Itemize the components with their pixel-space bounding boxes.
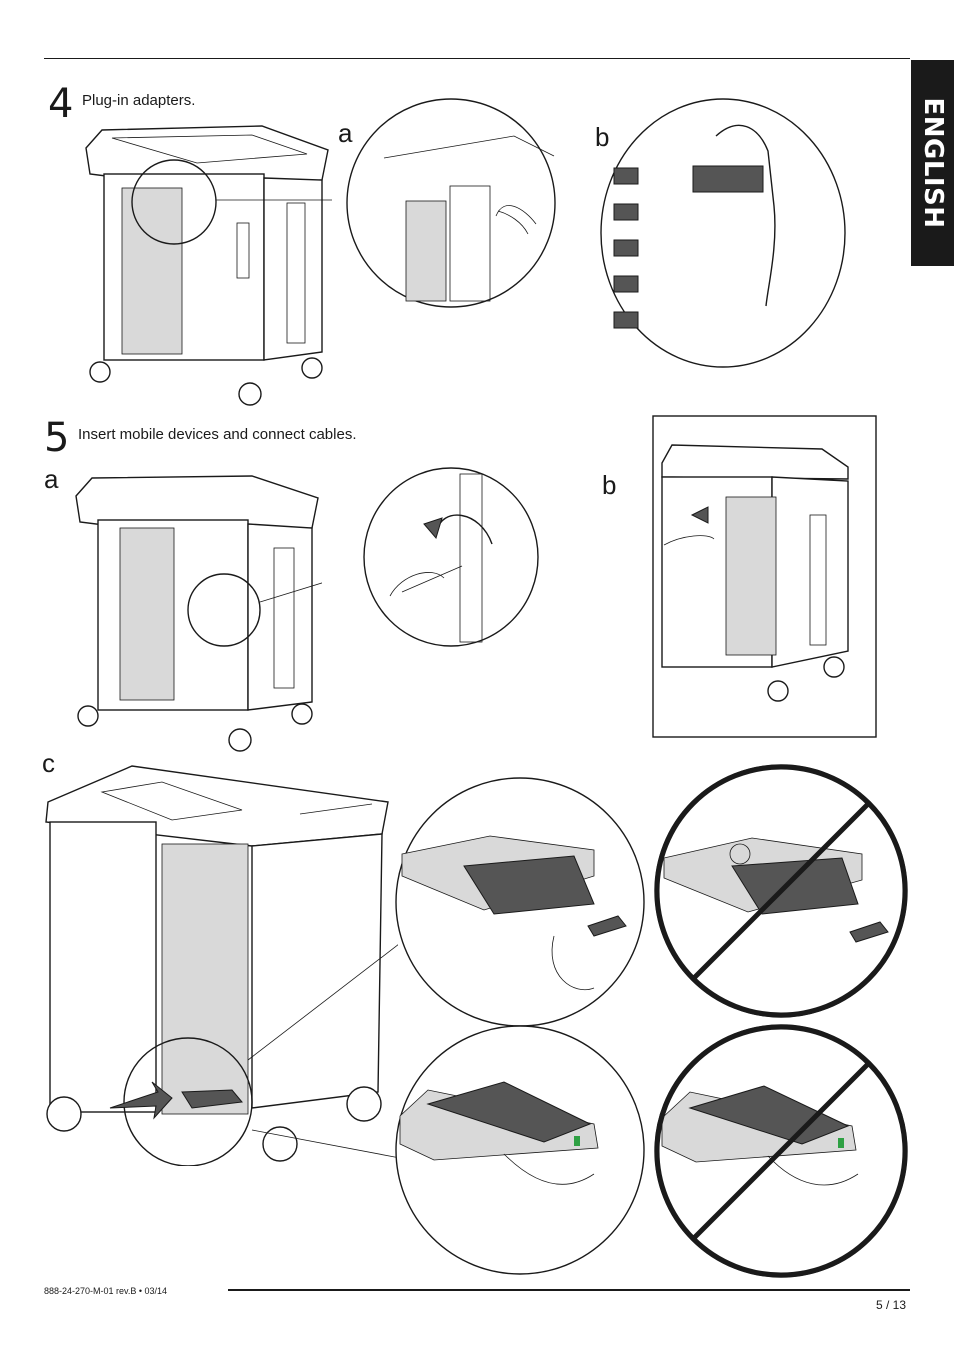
hand-icon — [767, 1155, 859, 1186]
step5c-correct-insert — [395, 1025, 645, 1275]
language-tab: ENGLISH — [911, 60, 954, 266]
step4-detail-a — [346, 98, 556, 308]
top-rule — [44, 58, 910, 59]
step4-sub-a: a — [338, 118, 353, 148]
step5c-correct-cable — [395, 777, 645, 1027]
hand-icon — [663, 535, 715, 546]
step4-shelf-stack — [121, 187, 183, 355]
prohibited-icon — [654, 764, 908, 1018]
step5-sub-c: c — [42, 748, 55, 778]
step5c-shelf-stack — [161, 843, 249, 1115]
arrow-icon — [109, 1081, 173, 1120]
arrow-icon — [690, 506, 709, 524]
step5-sub-b: b — [602, 470, 617, 500]
hand-icon — [715, 124, 776, 307]
step5c-cart-illustration — [45, 765, 398, 1166]
hand-icon — [503, 1153, 595, 1185]
hand-icon — [551, 935, 595, 990]
bottom-rule — [228, 1289, 910, 1291]
step4-sub-b: b — [595, 122, 610, 152]
step4-text: Plug-in adapters. — [82, 92, 196, 109]
step5c-wrong-cable — [654, 764, 908, 1018]
step5-number: 5 — [44, 415, 70, 461]
screwdriver-icon — [401, 565, 463, 593]
step5c-detail-marker — [123, 1037, 253, 1166]
hand-icon — [389, 572, 445, 597]
step5a-detail-marker — [187, 573, 261, 647]
step4-detail-b — [600, 98, 846, 368]
step5c-wrong-insert — [654, 1024, 908, 1278]
step4-adapter-rows — [613, 167, 639, 329]
step4-detail-marker — [131, 159, 217, 245]
prohibited-icon — [654, 1024, 908, 1278]
step5-sub-a: a — [44, 464, 59, 494]
step5a-cart-illustration — [75, 475, 322, 752]
arrow-icon — [587, 915, 627, 937]
hand-icon — [497, 210, 529, 235]
footer-page-number: 5 / 13 — [876, 1298, 907, 1312]
indicator-light — [574, 1136, 580, 1146]
step5-text: Insert mobile devices and connect cables… — [78, 426, 357, 443]
arrow-icon — [849, 921, 889, 943]
step5a-detail — [363, 467, 539, 647]
footer-doc-code: 888-24-270-M-01 rev.B • 03/14 — [44, 1286, 168, 1296]
step5b-illustration — [652, 415, 877, 738]
step4-cart-illustration — [85, 125, 332, 406]
language-tab-label: ENGLISH — [917, 97, 948, 229]
indicator-light — [838, 1138, 844, 1148]
step4-number: 4 — [48, 81, 74, 127]
